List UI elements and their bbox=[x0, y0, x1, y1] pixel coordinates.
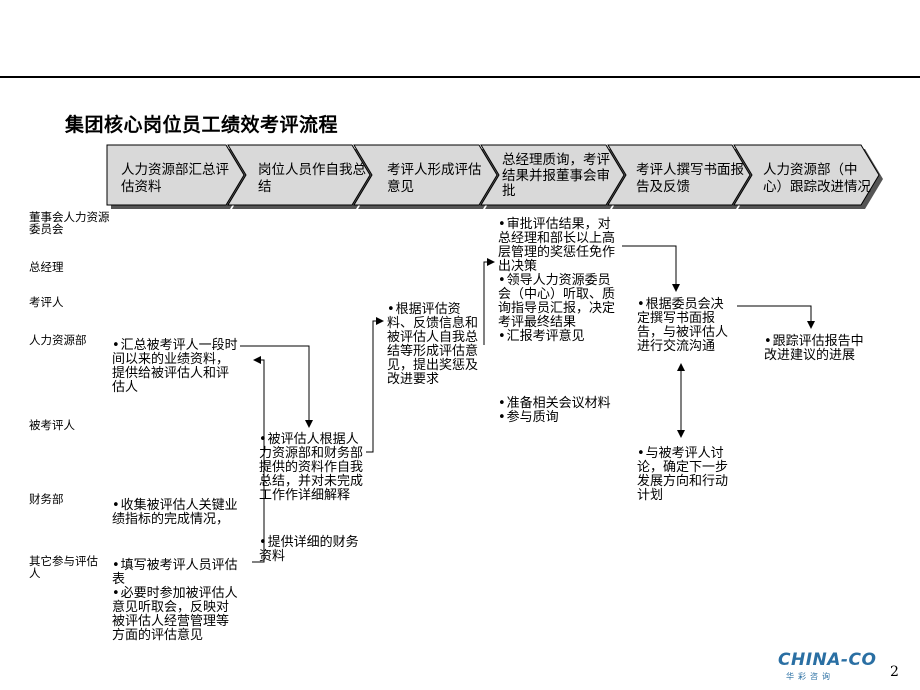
step-4-label: 总经理质询，考评结果并报董事会审批 bbox=[502, 152, 610, 199]
activity-prepare-inquiry: •准备相关会议材料 •参与质询 bbox=[498, 396, 611, 425]
step-5-label: 考评人撰写书面报告及反馈 bbox=[636, 162, 744, 195]
role-evaluatee: 被考评人 bbox=[29, 418, 75, 432]
page-number: 2 bbox=[890, 664, 899, 680]
step-6-label: 人力资源部（中心）跟踪改进情况 bbox=[763, 162, 871, 195]
step-2-chevron bbox=[227, 144, 371, 206]
activity-hr-collect: •汇总被考评人一段时间以来的业绩资料，提供给被评估人和评估人 bbox=[112, 338, 238, 395]
role-evaluator: 考评人 bbox=[29, 295, 64, 309]
step-2-label: 岗位人员作自我总结 bbox=[258, 162, 366, 195]
arrow-evaluator-to-board bbox=[483, 258, 495, 345]
role-hr-department: 人力资源部 bbox=[29, 333, 87, 347]
arrow-report-to-track bbox=[737, 305, 815, 329]
company-logo: CHINA-CO 华彩咨询 bbox=[778, 650, 877, 681]
page-title: 集团核心岗位员工绩效考评流程 bbox=[65, 114, 339, 136]
activity-write-report: •根据委员会决定撰写书面报告，与被评估人进行交流沟通 bbox=[637, 297, 729, 354]
activity-finance-detail: •提供详细的财务资料 bbox=[259, 535, 359, 564]
step-5-chevron bbox=[607, 144, 751, 206]
arrow-finance-loop bbox=[252, 356, 265, 563]
arrow-hr-to-self bbox=[240, 345, 313, 428]
role-other-participants: 其它参与评估人 bbox=[29, 554, 98, 580]
role-finance-department: 财务部 bbox=[29, 492, 64, 506]
activity-finance-collect: •收集被评估人关键业绩指标的完成情况， bbox=[112, 498, 238, 527]
role-general-manager: 总经理 bbox=[29, 260, 64, 274]
arrow-self-to-evaluator bbox=[366, 317, 384, 453]
activity-discuss-plan: •与被考评人讨论，确定下一步发展方向和行动计划 bbox=[637, 446, 729, 503]
step-3-label: 考评人形成评估意见 bbox=[387, 162, 482, 195]
activity-track-report: •跟踪评估报告中改进建议的进展 bbox=[764, 334, 864, 363]
activity-self-summary: •被评估人根据人力资源部和财务部提供的资料作自我总结，并对未完成工作作详细解释 bbox=[259, 432, 364, 503]
activity-gm-board: •审批评估结果，对总经理和部长以上高层管理的奖惩任免作出决策 •领导人力资源委员… bbox=[498, 217, 616, 344]
arrow-board-to-report bbox=[622, 245, 680, 292]
step-1-chevron bbox=[106, 144, 245, 206]
header-rule bbox=[0, 76, 920, 78]
step-4-chevron bbox=[480, 144, 625, 206]
activity-others: •填写被考评人员评估表 •必要时参加被评估人意见听取会，反映对被评估人经营管理等… bbox=[112, 558, 238, 643]
step-1-label: 人力资源部汇总评估资料 bbox=[121, 162, 229, 195]
activity-evaluator-opinion: •根据评估资料、反馈信息和被评估人自我总结等形成评估意见，提出奖惩及改进要求 bbox=[387, 302, 479, 387]
step-3-chevron bbox=[353, 144, 498, 206]
role-board-hr-committee: 董事会人力资源委员会 bbox=[29, 210, 110, 236]
step-6-chevron bbox=[733, 144, 880, 206]
